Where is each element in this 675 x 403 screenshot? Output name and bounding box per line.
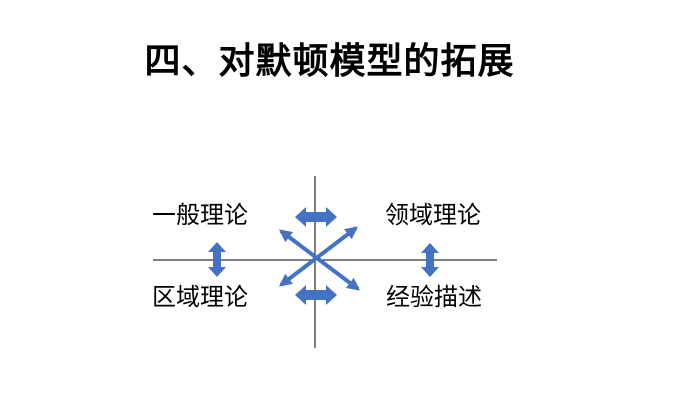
right-vertical-double-arrow xyxy=(421,243,439,277)
label-domain-theory: 领域理论 xyxy=(385,201,481,229)
label-empirical-description: 经验描述 xyxy=(386,283,482,311)
bottom-double-arrow xyxy=(295,285,337,305)
diagonal-arrow-tr-bl xyxy=(278,226,359,287)
top-double-arrow xyxy=(295,207,337,227)
label-general-theory: 一般理论 xyxy=(152,201,248,229)
left-vertical-double-arrow xyxy=(208,242,226,277)
label-regional-theory: 区域理论 xyxy=(152,283,248,311)
slide-title: 四、对默顿模型的拓展 xyxy=(144,41,515,82)
